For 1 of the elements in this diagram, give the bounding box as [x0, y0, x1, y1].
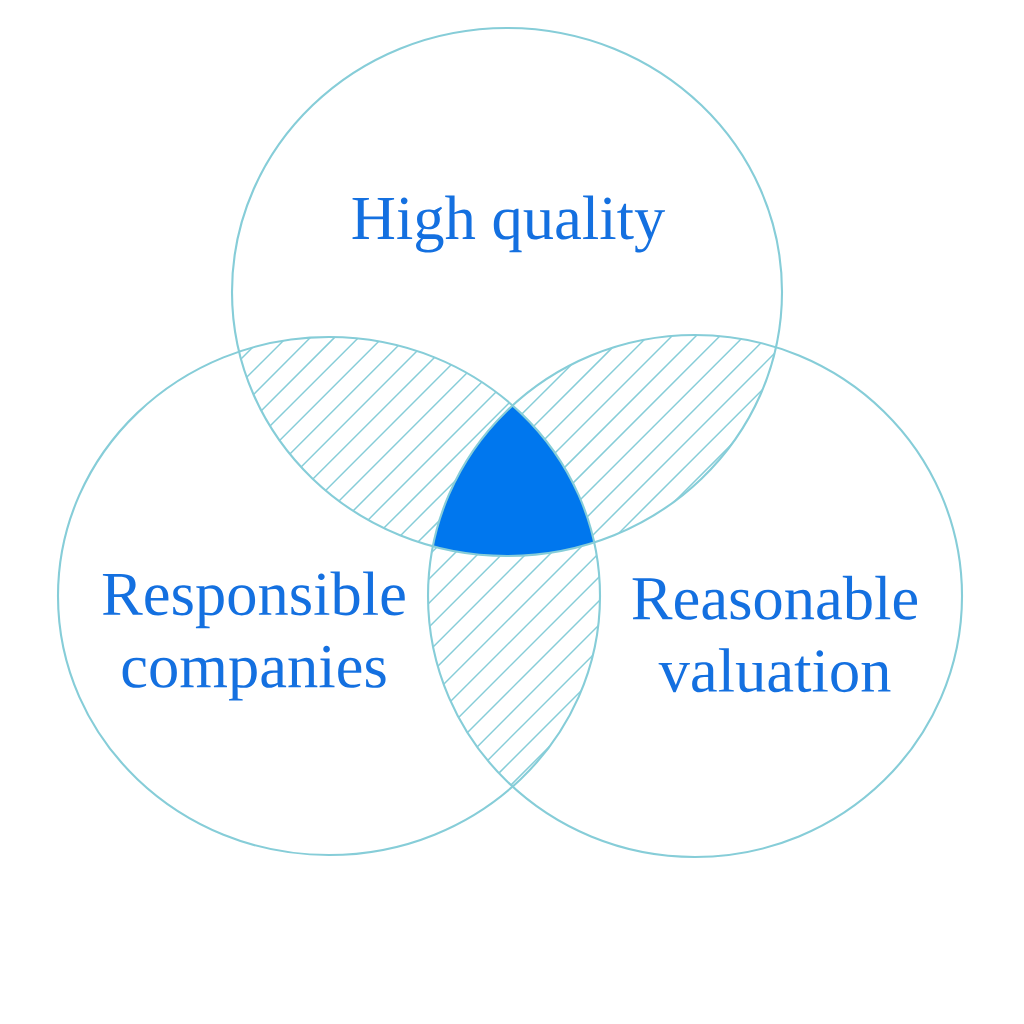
center-overlap — [433, 405, 594, 556]
